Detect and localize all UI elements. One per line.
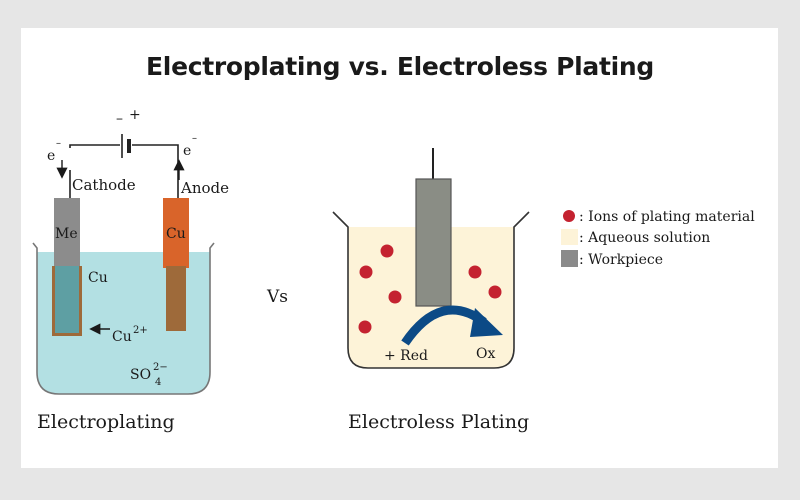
cathode-wire <box>69 144 120 148</box>
legend-aqueous-text: : Aqueous solution <box>579 230 710 246</box>
electron-right-label: e <box>183 143 191 159</box>
anode-metal-label: Cu <box>166 226 186 242</box>
electroplating-caption: Electroplating <box>37 411 175 433</box>
reducing-agent-label: + Red <box>384 348 428 364</box>
workpiece <box>415 178 452 307</box>
beaker-outline <box>32 242 215 395</box>
sulfate-label: SO <box>130 367 151 383</box>
copper-ion-label: Cu <box>112 329 132 345</box>
cathode-metal-label: Me <box>55 226 78 242</box>
electron-right-charge: – <box>192 133 197 144</box>
electroless-cell: + Red Ox Electroless Plating <box>332 148 530 433</box>
plating-ion <box>359 265 373 279</box>
battery-plus-sign: + <box>129 107 141 123</box>
cathode-submerged <box>55 266 79 333</box>
electroless-caption: Electroless Plating <box>348 411 529 433</box>
plating-ion <box>380 244 394 258</box>
anode-wire <box>132 144 179 198</box>
legend-workpiece-text: : Workpiece <box>579 252 663 268</box>
battery-minus-sign: – <box>116 111 123 127</box>
electron-left-charge: – <box>56 138 61 149</box>
electroplating-cell: – + e – e – Cathode Anode Me Cu Cu Cu 2+… <box>32 107 229 433</box>
sulfate-charge: 2− <box>153 362 168 373</box>
plating-ion <box>468 265 482 279</box>
legend-workpiece-icon <box>561 250 578 267</box>
legend: : Ions of plating material : Aqueous sol… <box>561 209 755 268</box>
plating-ion <box>358 320 372 334</box>
legend-aqueous-icon <box>561 229 578 245</box>
cathode-electrode <box>54 198 80 268</box>
vs-label: Vs <box>266 287 288 307</box>
deposit-label: Cu <box>88 270 108 286</box>
battery-icon <box>121 134 131 158</box>
redox-arrow-icon <box>401 305 503 346</box>
legend-ion-text: : Ions of plating material <box>579 209 755 225</box>
anode-submerged <box>166 266 186 331</box>
electroless-beaker-outline <box>332 211 530 369</box>
electron-left-label: e <box>47 148 55 164</box>
sulfate-subscript: 4 <box>155 377 161 388</box>
oxidation-label: Ox <box>476 346 495 362</box>
plating-ion <box>488 285 502 299</box>
diagram-title: Electroplating vs. Electroless Plating <box>146 52 654 81</box>
cathode-label: Cathode <box>72 176 136 194</box>
anode-electrode <box>163 198 189 268</box>
copper-ion-charge: 2+ <box>133 325 148 336</box>
legend-ion-icon <box>563 210 575 222</box>
anode-label: Anode <box>180 179 229 197</box>
plating-ion <box>388 290 402 304</box>
